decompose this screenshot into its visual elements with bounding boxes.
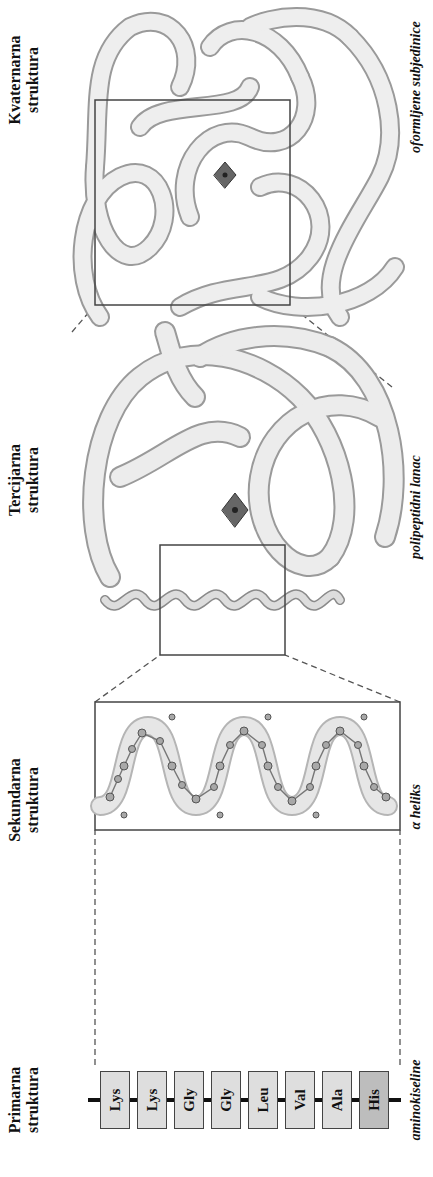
- level-heading: Sekundarna struktura: [6, 740, 42, 860]
- polypeptide-fold: [93, 332, 394, 655]
- level-caption: oformljene subjedinice: [408, 21, 423, 153]
- peptide-bond-line: [204, 1098, 211, 1102]
- amino-acid-name: Leu: [256, 1088, 271, 1113]
- amino-acid-name: Lys: [145, 1089, 160, 1112]
- amino-acid-box: Ala: [322, 1071, 352, 1129]
- level-caption: polipeptidni lanac: [408, 455, 423, 559]
- amino-acid-name: Val: [293, 1089, 308, 1110]
- peptide-bond-line: [130, 1098, 137, 1102]
- amino-acid-box: His: [359, 1071, 389, 1129]
- zoom-line: [72, 305, 400, 1065]
- level-heading: Kvaternarna struktura: [6, 20, 42, 140]
- peptide-bond-line: [352, 1098, 359, 1102]
- level-caption: aminokiseline: [408, 1060, 423, 1141]
- level-heading: Tercijarna struktura: [6, 420, 42, 540]
- peptide-bond-line: [167, 1098, 174, 1102]
- amino-acid-name: Ala: [330, 1089, 345, 1112]
- amino-acid-box: Gly: [174, 1071, 204, 1129]
- peptide-bond-line: [278, 1098, 285, 1102]
- amino-acid-name: Gly: [219, 1088, 234, 1111]
- peptide-bond-line: [315, 1098, 322, 1102]
- amino-acid-name: Lys: [108, 1089, 123, 1112]
- amino-acid-box: Val: [285, 1071, 315, 1129]
- level-heading: Primarna struktura: [6, 1040, 42, 1160]
- quaternary-subunits: [83, 17, 395, 317]
- alpha-helix: [95, 702, 400, 830]
- amino-acid-box: Gly: [211, 1071, 241, 1129]
- amino-acid-name: Gly: [182, 1088, 197, 1111]
- chain-stub: [88, 1098, 401, 1102]
- amino-acid-name: His: [367, 1089, 382, 1111]
- peptide-bond-line: [241, 1098, 248, 1102]
- amino-acid-box: Lys: [100, 1071, 130, 1129]
- amino-acid-box: Leu: [248, 1071, 278, 1129]
- level-caption: α heliks: [408, 784, 423, 829]
- amino-acid-box: Lys: [137, 1071, 167, 1129]
